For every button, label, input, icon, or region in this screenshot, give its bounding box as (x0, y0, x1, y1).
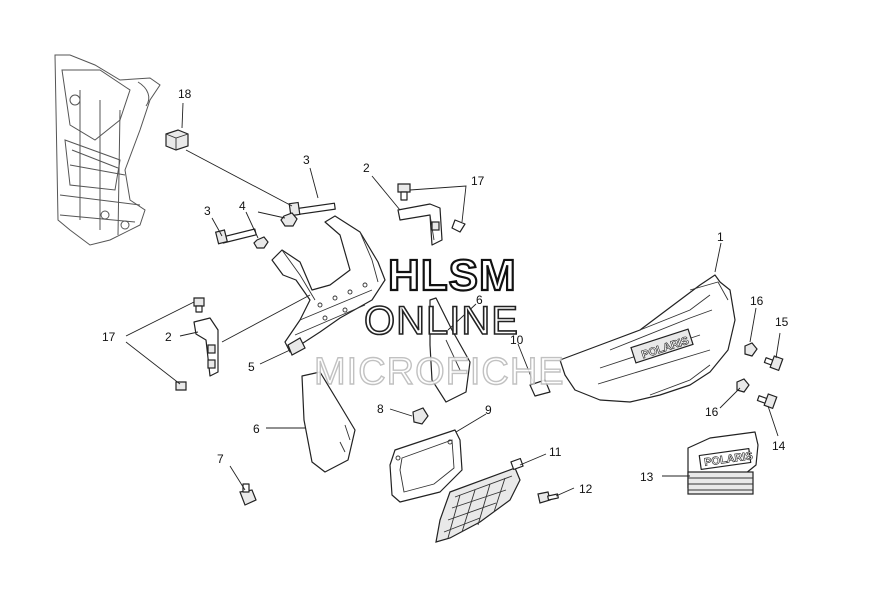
callout-6-lower: 6 (253, 422, 260, 436)
callout-11: 11 (549, 445, 562, 459)
part-2-bracket-lower[interactable] (193, 317, 219, 377)
callout-9: 9 (485, 403, 492, 417)
part-8-grommet[interactable] (412, 407, 429, 425)
callout-12: 12 (579, 482, 593, 496)
part-10-insert[interactable] (529, 379, 551, 397)
part-17-fasteners-upper[interactable] (397, 183, 466, 233)
watermark-line-3: MICROFICHE (314, 351, 565, 393)
part-16-washer-upper[interactable] (744, 342, 758, 357)
callout-16-lower: 16 (705, 405, 719, 419)
callout-7: 7 (217, 452, 224, 466)
callout-8: 8 (377, 402, 384, 416)
callout-2-lower: 2 (165, 330, 172, 344)
part-12-screw[interactable] (537, 491, 559, 504)
part-5-bumper-bracket[interactable] (271, 215, 386, 356)
watermark-line-1: HLSM (388, 251, 517, 300)
callout-15: 15 (775, 315, 789, 329)
callout-1: 1 (717, 230, 724, 244)
callout-14: 14 (772, 439, 786, 453)
callout-5: 5 (248, 360, 255, 374)
watermark: HLSM ONLINE MICROFICHE (313, 250, 565, 394)
callout-3-left: 3 (204, 204, 211, 218)
callout-6-upper: 6 (476, 293, 483, 307)
part-11-mesh-screen[interactable] (435, 457, 524, 543)
callout-2-upper: 2 (363, 161, 370, 175)
callout-10: 10 (510, 333, 524, 347)
watermark-line-2: ONLINE (364, 299, 519, 343)
part-4-nut[interactable] (253, 212, 298, 249)
part-15-bolt[interactable] (763, 355, 784, 372)
part-3-bolt-left[interactable] (214, 228, 257, 245)
callout-13: 13 (640, 470, 654, 484)
part-6-shield-upper[interactable] (429, 297, 471, 403)
part-16-washer-lower[interactable] (736, 378, 750, 393)
part-14-bolt[interactable] (756, 393, 778, 410)
part-13-grille-panel[interactable]: POLARIS (687, 431, 759, 495)
part-9-grille-frame[interactable] (389, 429, 463, 503)
callouts: 18 3 3 4 2 17 1 17 2 5 6 10 16 15 8 9 6 … (102, 87, 789, 496)
callout-3-upper: 3 (303, 153, 310, 167)
part-1-front-bumper[interactable]: POLARIS (559, 274, 736, 403)
leader-lines (125, 102, 781, 497)
part-17-fasteners-lower[interactable] (175, 297, 205, 391)
part-7-screw[interactable] (239, 483, 257, 506)
part-6-shield-lower[interactable] (301, 371, 356, 473)
callout-17-upper: 17 (471, 174, 485, 188)
vehicle-frame (54, 54, 161, 246)
callout-17-lower: 17 (102, 330, 116, 344)
callout-18: 18 (178, 87, 192, 101)
part-2-bracket-upper[interactable] (397, 203, 443, 246)
callout-4: 4 (239, 199, 246, 213)
callout-16-upper: 16 (750, 294, 764, 308)
part-18-block[interactable] (165, 129, 189, 151)
part-3-bolt-upper[interactable] (288, 201, 336, 217)
